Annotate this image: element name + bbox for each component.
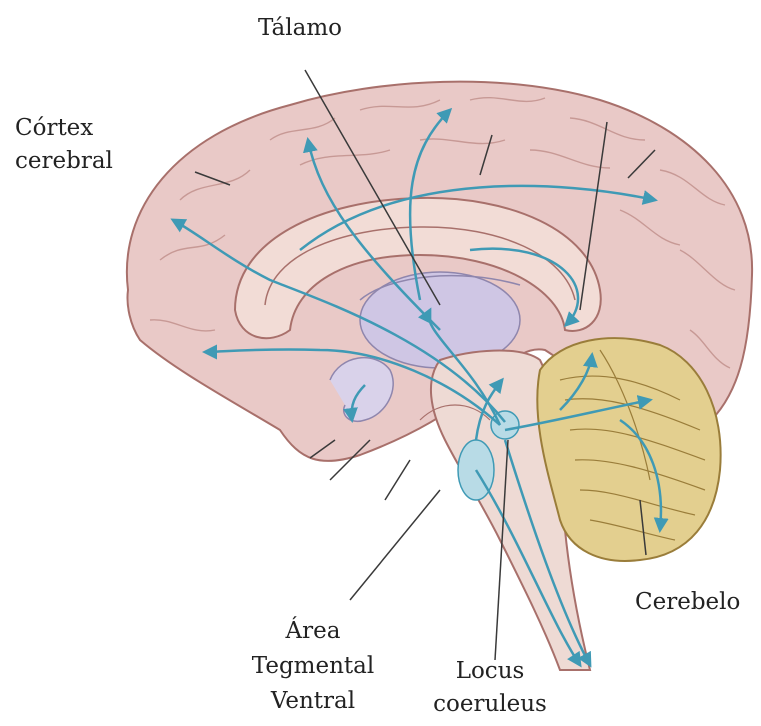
label-locus-line1: Locus	[435, 655, 545, 687]
label-vta-line2: Tegmental	[238, 650, 388, 682]
label-cortex-line1: Córtex	[15, 112, 93, 144]
label-vta-line1: Área	[258, 615, 368, 647]
label-locus-line2: coeruleus	[425, 688, 555, 720]
label-vta-line3: Ventral	[248, 685, 378, 717]
label-cerebelo: Cerebelo	[635, 586, 740, 618]
cerebellum	[537, 338, 720, 561]
label-talamo: Tálamo	[258, 12, 342, 44]
label-cortex-line2: cerebral	[15, 145, 113, 177]
